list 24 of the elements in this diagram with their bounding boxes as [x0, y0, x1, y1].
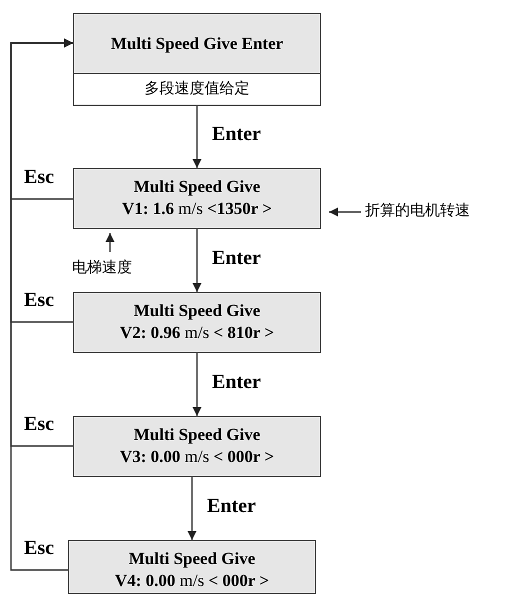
menu-box	[73, 168, 321, 229]
arrow	[329, 208, 361, 216]
menu-box	[68, 540, 316, 594]
menu-box	[73, 292, 321, 353]
arrow	[106, 233, 114, 252]
heading-text: Multi Speed Give	[132, 300, 262, 322]
value-text: V1: 1.6 m/s <1350r >	[121, 198, 273, 220]
arrow	[192, 229, 202, 292]
subtitle-cell: 多段速度值给定	[74, 73, 320, 104]
value-text: V4: 0.00 m/s < 000r >	[114, 570, 270, 592]
annotation-text: 折算的电机转速	[365, 201, 470, 221]
arrow	[192, 353, 202, 416]
heading-text: Multi Speed Give	[132, 424, 262, 446]
title-text: Multi Speed Give Enter	[110, 33, 284, 55]
heading-text: Multi Speed Give	[128, 548, 256, 570]
arrow	[192, 106, 202, 168]
arrow	[188, 477, 196, 540]
heading-text: Multi Speed Give	[132, 176, 262, 198]
menu-box	[73, 416, 321, 477]
arrow	[10, 38, 73, 571]
value-text: V3: 0.00 m/s < 000r >	[118, 446, 276, 468]
menu-box	[73, 13, 321, 106]
value-text: V2: 0.96 m/s < 810r >	[118, 322, 276, 344]
annotation-text: 电梯速度	[72, 258, 132, 278]
